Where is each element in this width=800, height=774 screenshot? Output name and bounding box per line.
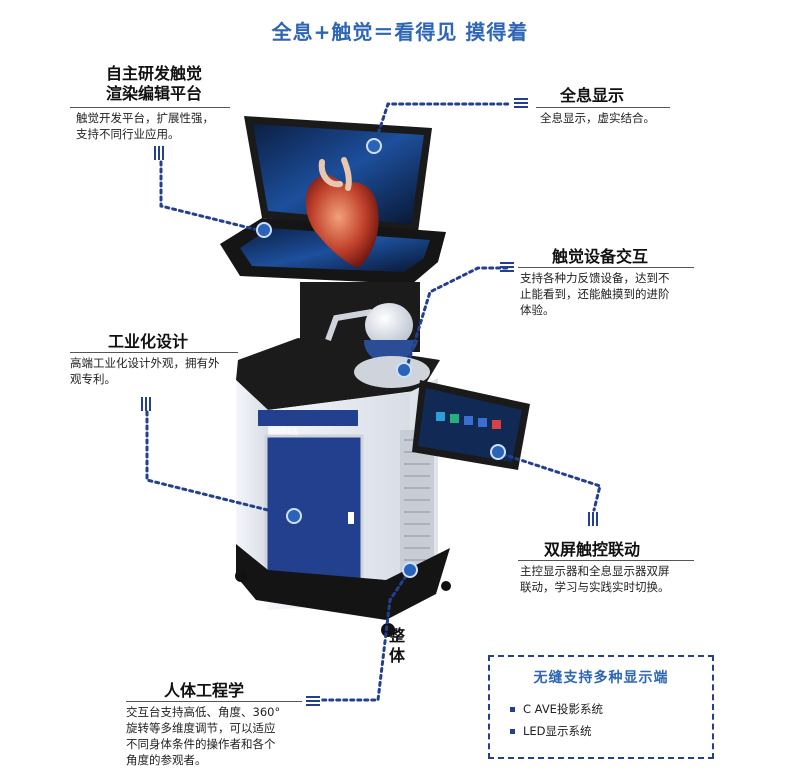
bars-icon bbox=[154, 146, 166, 160]
list-item: LED显示系统 bbox=[510, 723, 592, 739]
divider bbox=[536, 107, 670, 108]
holo-display-title: 全息显示 bbox=[560, 86, 625, 105]
bars-icon bbox=[514, 98, 528, 108]
divider bbox=[518, 267, 694, 268]
bars-icon bbox=[588, 512, 600, 526]
display-support-box: 无缝支持多种显示端 C AVE投影系统 LED显示系统 bbox=[488, 655, 714, 759]
ergonomics-title: 人体工程学 bbox=[164, 681, 245, 700]
divider bbox=[70, 352, 238, 353]
dual-screen-title: 双屏触控联动 bbox=[544, 540, 641, 559]
divider bbox=[518, 560, 694, 561]
page-title: 全息+触觉＝看得见 摸得着 bbox=[271, 20, 529, 44]
bars-icon bbox=[500, 262, 514, 272]
overall-label: 整体 bbox=[389, 626, 406, 665]
bars-icon bbox=[141, 397, 153, 411]
heart-hologram bbox=[305, 157, 379, 268]
render-platform-desc: 触觉开发平台，扩展性强， 支持不同行业应用。 bbox=[76, 111, 214, 141]
holo-display-desc: 全息显示，虚实结合。 bbox=[540, 111, 655, 125]
haptic-desc: 支持各种力反馈设备，达到不 止能看到，还能触摸到的进阶 体验。 bbox=[520, 271, 670, 317]
industrial-desc: 高端工业化设计外观，拥有外 观专利。 bbox=[70, 356, 220, 386]
dual-screen-desc: 主控显示器和全息显示器双屏 联动，学习与实践实时切换。 bbox=[520, 564, 670, 594]
divider bbox=[70, 107, 230, 108]
haptic-device bbox=[354, 303, 430, 388]
render-platform-title: 自主研发触觉 渲染编辑平台 bbox=[105, 64, 202, 103]
haptic-title: 触觉设备交互 bbox=[552, 247, 649, 266]
divider bbox=[126, 701, 302, 702]
list-item: C AVE投影系统 bbox=[510, 701, 603, 717]
brand-label: 忻越科技 bbox=[270, 428, 298, 436]
ergonomics-desc: 交互台支持高低、角度、360° 旋转等多维度调节，可以适应 不同身体条件的操作者… bbox=[126, 705, 281, 767]
support-box-title: 无缝支持多种显示端 bbox=[533, 670, 669, 686]
bars-icon bbox=[306, 696, 320, 706]
industrial-title: 工业化设计 bbox=[108, 332, 189, 351]
